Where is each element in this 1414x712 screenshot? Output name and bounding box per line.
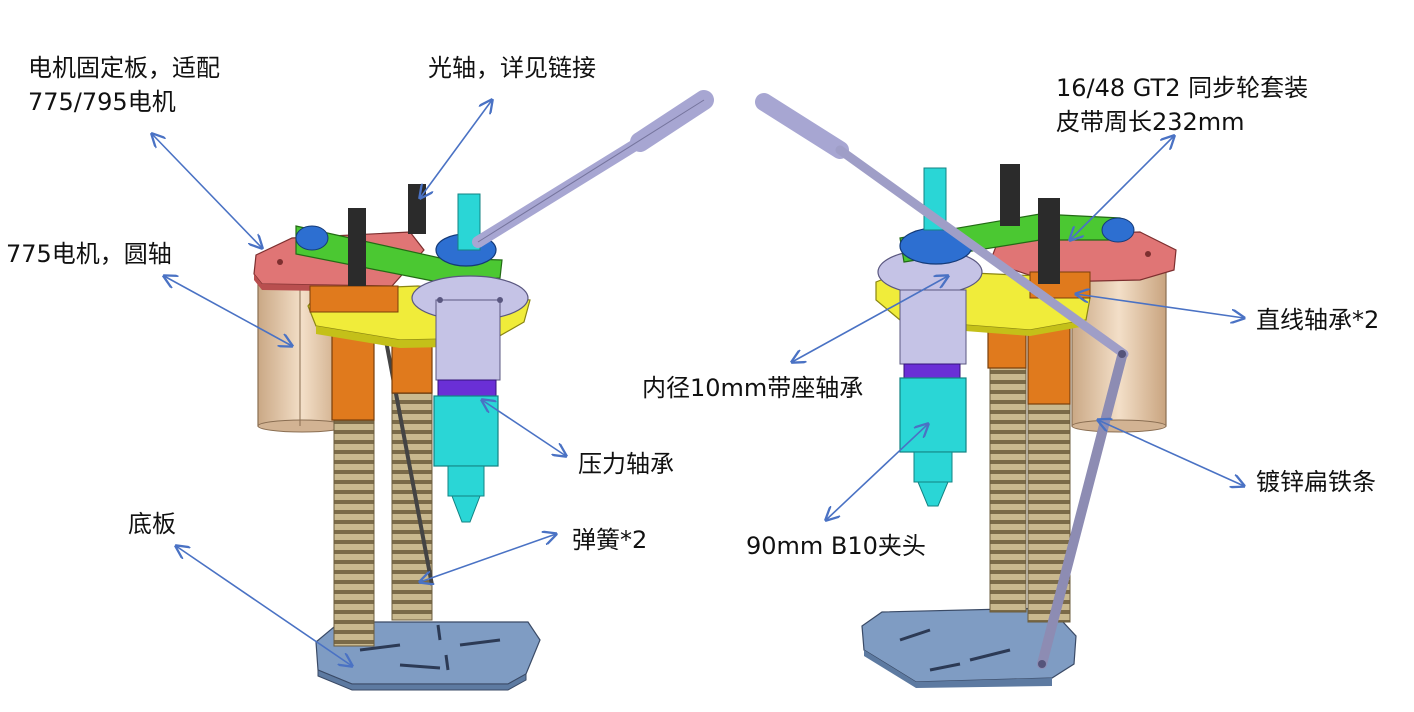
right-rod-1 <box>1000 164 1020 226</box>
label-pulley-line1: 16/48 GT2 同步轮套装 <box>1056 74 1309 102</box>
left-rod-2 <box>408 184 426 234</box>
left-assembly <box>253 90 714 691</box>
left-handle <box>472 90 714 248</box>
left-spring-2 <box>391 387 433 621</box>
label-motor: 775电机，圆轴 <box>6 240 172 268</box>
left-rod-1 <box>348 208 366 286</box>
arrow-thrust-bearing <box>482 400 566 456</box>
label-motor-plate-line1: 电机固定板，适配 <box>28 54 220 82</box>
right-spring-1 <box>989 361 1027 613</box>
left-small-pulley <box>295 225 329 251</box>
callout-arrows <box>152 100 1244 666</box>
label-pillow-bearing: 内径10mm带座轴承 <box>642 374 864 402</box>
right-rod-2 <box>1038 198 1060 284</box>
left-chuck <box>433 395 499 523</box>
arrow-base <box>176 546 352 666</box>
label-motor-plate-line2: 775/795电机 <box>28 88 176 116</box>
label-linear-bearing: 直线轴承*2 <box>1256 306 1380 334</box>
arrow-optical-shaft <box>420 100 492 198</box>
arrow-chuck <box>826 424 928 520</box>
left-spring-1 <box>333 411 375 647</box>
label-spring: 弹簧*2 <box>572 526 648 554</box>
right-base-plate <box>861 607 1077 688</box>
label-galvanized-bar: 镀锌扁铁条 <box>1256 468 1376 496</box>
right-galvanized-bar <box>1037 350 1127 669</box>
left-thrust-bearing <box>437 379 497 397</box>
label-chuck: 90mm B10夹头 <box>746 532 926 560</box>
left-bearing-housing <box>411 275 529 381</box>
right-small-pulley <box>1101 217 1135 243</box>
label-thrust-bearing: 压力轴承 <box>578 450 674 478</box>
label-optical-shaft: 光轴，详见链接 <box>428 54 596 82</box>
arrow-pulley <box>1070 136 1174 240</box>
arrow-motor-plate <box>152 134 262 248</box>
arrow-motor <box>164 276 292 346</box>
left-bearing-block <box>309 285 399 313</box>
label-base: 底板 <box>128 510 176 538</box>
arrow-linear-bearing <box>1076 294 1244 318</box>
label-pulley-line2: 皮带周长232mm <box>1056 108 1245 136</box>
arrow-galvanized-bar <box>1098 420 1244 486</box>
arrow-spring <box>420 534 556 582</box>
arrow-pillow-bearing <box>792 276 948 362</box>
right-thrust-bearing <box>903 363 961 379</box>
